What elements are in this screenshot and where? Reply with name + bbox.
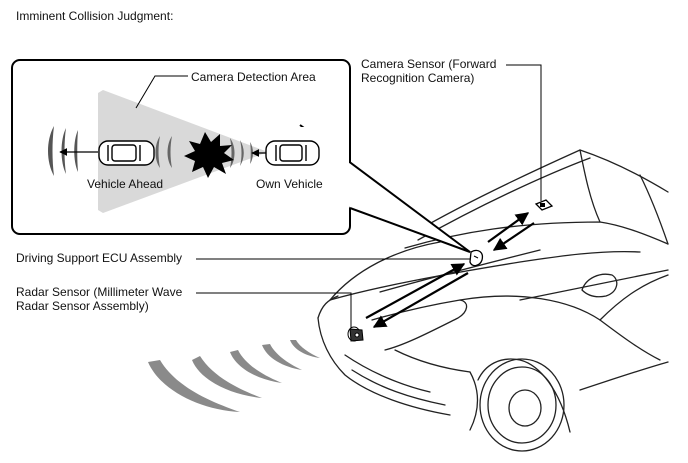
camera-sensor-leader [506,64,542,201]
explosion-icon [184,132,234,178]
own-vehicle-icon [265,140,320,166]
own-vehicle-label: Own Vehicle [256,177,323,191]
camera-detection-area [98,90,268,213]
ecu-icon [469,249,484,267]
radar-sensor-leader [196,292,352,330]
camera-detection-area-label: Camera Detection Area [191,70,316,84]
camera-sensor-icon [534,199,554,211]
vehicle-ahead-icon [98,140,155,166]
wedge-mask [301,127,349,207]
diagram-title: Imminent Collision Judgment: [16,9,174,23]
radar-sensor-label-line1: Radar Sensor (Millimeter Wave [16,285,183,299]
vehicle-ahead-label: Vehicle Ahead [87,177,164,191]
radar-ecu-link-arrows [365,263,469,328]
radar-sensor-icon [347,326,364,342]
camera-area-leader [135,75,188,109]
camera-sensor-label-line1: Camera Sensor (Forward [361,57,497,71]
camera-ecu-link-arrows [487,212,535,251]
ecu-label: Driving Support ECU Assembly [16,251,183,265]
car-outline [317,149,669,452]
radar-wave-icon [148,340,320,412]
camera-sensor-label-line2: Recognition Camera) [361,71,475,85]
radar-sensor-label-line2: Radar Sensor Assembly) [16,299,149,313]
